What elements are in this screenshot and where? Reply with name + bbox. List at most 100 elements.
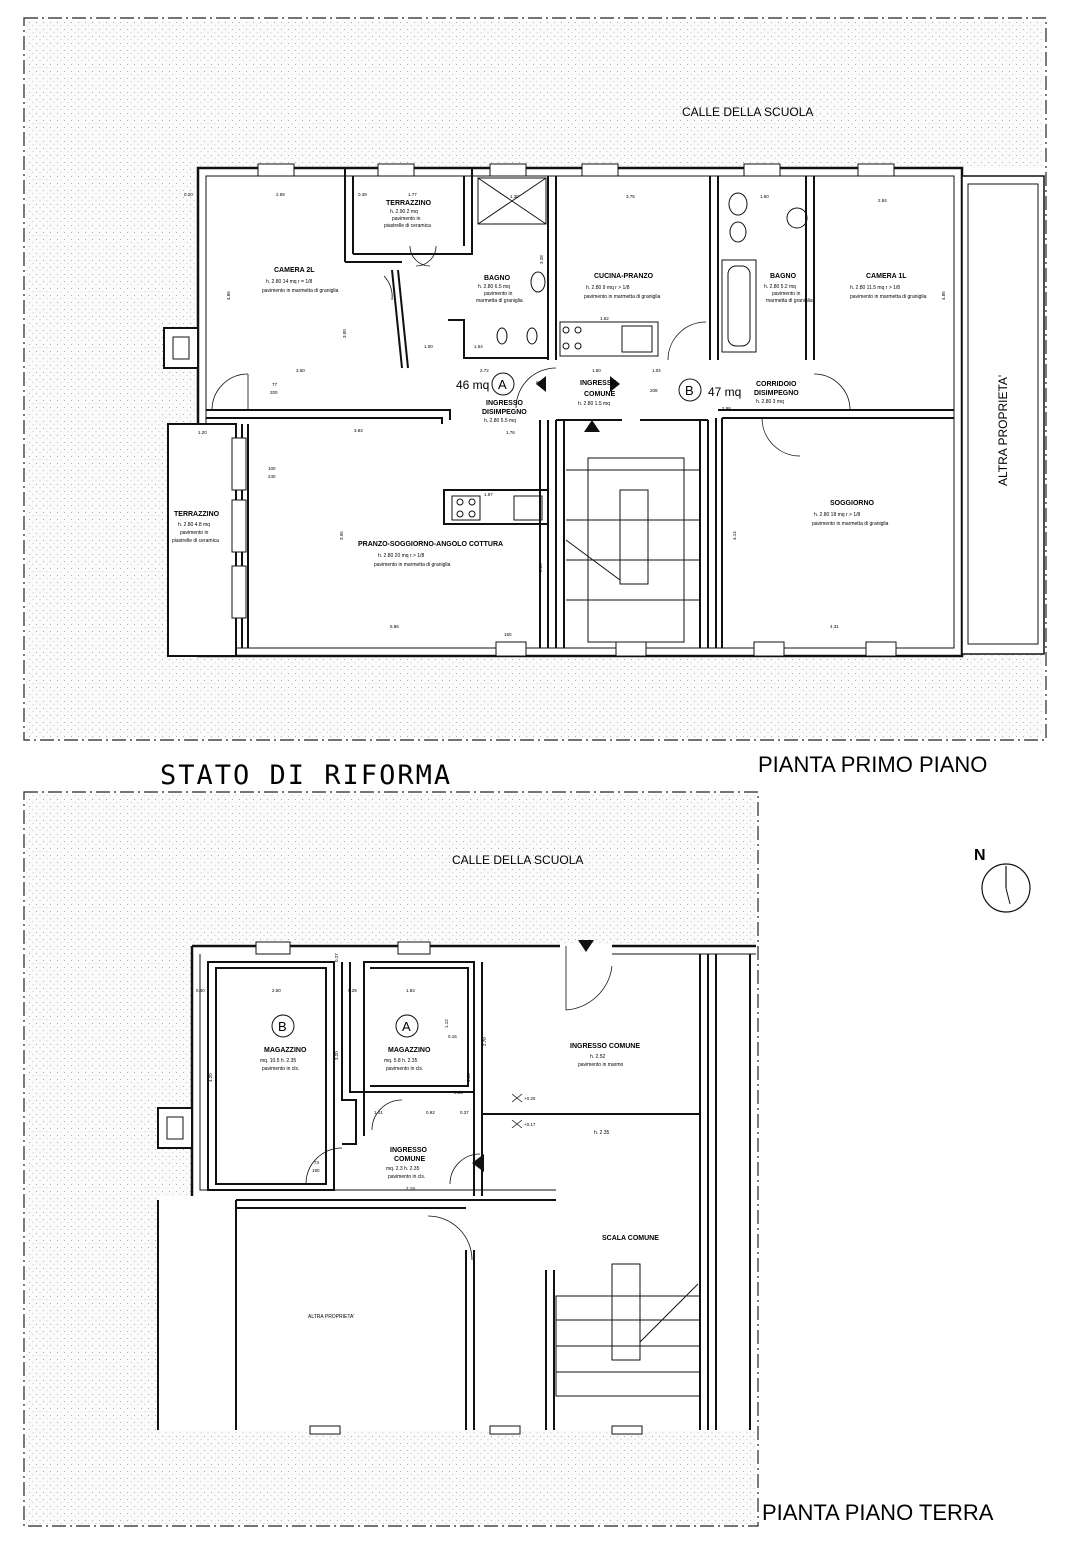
room-corridoio-name2: DISIMPEGNO (754, 390, 799, 397)
room-terrazzino-top-line3: piastrelle di ceramica (384, 223, 431, 229)
room-magazzino-a-line1: mq. 5.8 h. 2.35 (384, 1058, 418, 1064)
room-terrazzino-left-name: TERRAZZINO (174, 511, 220, 518)
unit-a-marker (491, 372, 515, 396)
room-camera2l-name: CAMERA 2L (274, 267, 315, 274)
room-terrazzino-left-line3: piastrelle di ceramica (172, 538, 219, 544)
room-pranzo-line2: pavimento in marmetta di graniglia (374, 562, 451, 568)
room-bagno-a-line3: marmetta di graniglia (476, 298, 523, 304)
altra-proprieta-ground: ALTRA PROPRIETA' (308, 1314, 354, 1320)
dim: 0.27 (334, 953, 339, 962)
north-arrow (981, 863, 1031, 913)
ground-floor-hatch-left (26, 794, 756, 1524)
dim: 240 (268, 474, 276, 479)
dim: 1.50 (592, 368, 601, 373)
dim: 150 (504, 632, 512, 637)
dim: +0.20 (524, 1096, 536, 1101)
dim: 200 (270, 390, 278, 395)
room-bagno-b-line2: pavimento in (772, 291, 801, 297)
unit-a-letter: A (498, 377, 507, 392)
first-floor-boundary (23, 17, 1047, 741)
dim: 3.83 (354, 428, 363, 433)
dim: 0.37 (460, 1110, 469, 1115)
dim: 1.20 (198, 430, 207, 435)
first-floor-walls (206, 168, 954, 648)
altra-proprieta-strip (961, 175, 1045, 655)
unit-b-letter: B (685, 383, 694, 398)
room-bagno-a-line1: h. 2.80 6.5 mq (478, 284, 510, 290)
room-soggiorno-line2: pavimento in marmetta di graniglia (812, 521, 889, 527)
dim: 3.75 (626, 194, 635, 199)
dim: 208 (650, 388, 658, 393)
entry-arrow-up-icon (584, 420, 600, 432)
ground-floor-walls (157, 954, 751, 1430)
dim: 0.40 (196, 988, 205, 993)
room-ingresso-dis-line1: h. 2.80 5.5 mq (484, 418, 516, 424)
dim: 4.86 (941, 291, 946, 300)
room-ingresso-pt-name: INGRESSO (390, 1147, 428, 1154)
dim: 80 (536, 380, 542, 385)
room-ingresso-dis-name: INGRESSO (486, 400, 524, 407)
room-camera2l-line2: pavimento in marmetta di graniglia (262, 288, 339, 294)
dim: 77 (272, 382, 278, 387)
dim: 0.28 (348, 988, 357, 993)
room-cucina-line2: pavimento in marmetta di graniglia (584, 294, 661, 300)
ground-unit-b-marker (271, 1014, 295, 1038)
bagno-a-fixtures (477, 177, 547, 345)
dim: 0.39 (358, 192, 367, 197)
dim: 1.30 (510, 194, 519, 199)
dim: 1.12 (444, 1019, 449, 1028)
ground-floor-doors (305, 946, 613, 1261)
dim: 2.19 (406, 1186, 415, 1191)
room-corridoio-name: CORRIDOIO (756, 381, 797, 388)
unit-b-marker (678, 378, 702, 402)
room-ingresso-pt-line1: mq. 2.3 h. 2.35 (386, 1166, 420, 1172)
dim: 2.84 (878, 198, 887, 203)
dim: 1.77 (408, 192, 417, 197)
room-corridoio-line1: h. 2.80 3 mq (756, 399, 784, 405)
dim: 0.26 (454, 1090, 463, 1095)
room-cucina-name: CUCINA-PRANZO (594, 273, 654, 280)
first-floor-stair (565, 457, 700, 643)
room-camera1l-name: CAMERA 1L (866, 273, 907, 280)
room-ingresso-comune-pt-line1: h. 2.52 (590, 1054, 606, 1060)
first-floor-entry-arrows (536, 376, 620, 432)
room-terrazzino-top-line1: h. 2.90 2 mq (390, 209, 418, 215)
street-label-first: CALLE DELLA SCUOLA (682, 105, 813, 119)
dim: 4.20 (208, 1073, 213, 1082)
dim: 4.31 (830, 624, 839, 629)
north-label: N (974, 847, 986, 864)
dim: 1.87 (484, 492, 493, 497)
street-label-ground: CALLE DELLA SCUOLA (452, 853, 583, 867)
room-ingresso-comune-name: INGRESSO (580, 380, 618, 387)
altra-proprieta-first: ALTRA PROPRIETA' (996, 375, 1010, 486)
dim: 100 (268, 466, 276, 471)
room-camera2l-line1: h. 2.80 14 mq r = 1/8 (266, 279, 312, 285)
dim: 3.00 (342, 329, 347, 338)
room-ingresso-comune-pt-line2: pavimento in marmo (578, 1062, 624, 1068)
dim: 4.86 (226, 291, 231, 300)
dim: 1.00 (424, 344, 433, 349)
ground-floor-hatch-street (192, 794, 756, 944)
room-magazzino-b-name: MAGAZZINO (264, 1047, 307, 1054)
ground-floor-stair (555, 1263, 701, 1397)
dim: 1.60 (760, 194, 769, 199)
dim: 3.20 (334, 1051, 339, 1060)
ground-floor-boundary (23, 791, 759, 1527)
dim: 1.01 (374, 1110, 383, 1115)
room-terrazzino-top-name: TERRAZZINO (386, 200, 432, 207)
room-bagno-b-name: BAGNO (770, 273, 797, 280)
room-magazzino-a-line2: pavimento in cls. (386, 1066, 423, 1072)
room-camera1l-line1: h. 2.80 11.5 mq r > 1/8 (850, 285, 900, 291)
room-soggiorno-line1: h. 2.80 18 mq r > 1/8 (814, 512, 860, 518)
dim: 190 (312, 1168, 320, 1173)
dim: +0.17 (524, 1122, 536, 1127)
room-magazzino-b-line2: pavimento in cls. (262, 1066, 299, 1072)
first-floor-windows (231, 163, 897, 657)
dim: 0.16 (448, 1034, 457, 1039)
entry-arrow-right-icon (610, 376, 620, 392)
room-h235: h. 2.35 (594, 1130, 610, 1136)
unit-a-area: 46 mq (456, 378, 489, 392)
entry-arrow-left-icon (536, 376, 546, 392)
title-pianta-piano-terra: PIANTA PIANO TERRA (762, 1500, 994, 1525)
room-bagno-b-line3: marmetta di graniglia (766, 298, 813, 304)
